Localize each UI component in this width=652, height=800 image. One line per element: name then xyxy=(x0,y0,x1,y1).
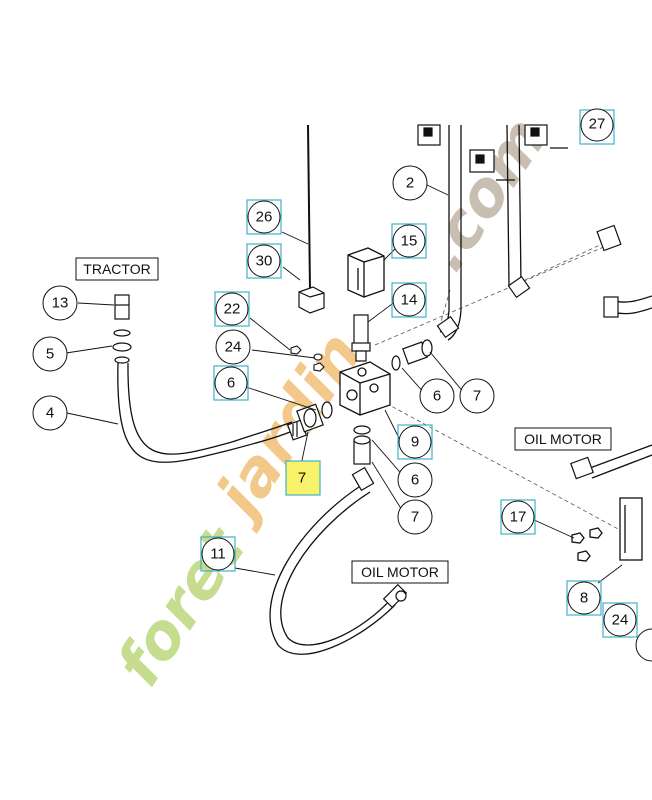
svg-text:14: 14 xyxy=(401,292,418,309)
motor-bracket xyxy=(571,497,643,562)
fitting-top-lower-hose xyxy=(351,466,375,492)
svg-text:5: 5 xyxy=(46,346,54,363)
svg-text:7: 7 xyxy=(473,388,481,405)
svg-text:24: 24 xyxy=(612,612,629,629)
right-motor-hoses xyxy=(589,295,652,479)
oil-motor-hose xyxy=(269,484,396,655)
svg-text:6: 6 xyxy=(227,375,235,392)
callout-22[interactable]: 22 xyxy=(214,291,250,327)
watermark-prefix: foret xyxy=(102,513,260,698)
tractor-coupler xyxy=(112,294,132,364)
callout-6-left[interactable]: 6 xyxy=(213,365,249,401)
callout-13[interactable]: 13 xyxy=(42,285,78,321)
svg-text:4: 4 xyxy=(46,405,54,422)
fittings-bottom xyxy=(353,425,371,465)
callout-partial-edge xyxy=(635,628,652,662)
callout-6-bottom[interactable]: 6 xyxy=(397,462,433,498)
svg-text:9: 9 xyxy=(411,434,419,451)
dashed-lines xyxy=(374,239,621,531)
oil-motor-label-lower: OIL MOTOR xyxy=(351,560,449,584)
callout-2[interactable]: 2 xyxy=(392,165,428,201)
tractor-label: TRACTOR xyxy=(83,261,150,277)
svg-text:27: 27 xyxy=(589,116,606,133)
callout-11[interactable]: 11 xyxy=(200,536,236,572)
leader-lines xyxy=(65,183,623,584)
callout-6-right[interactable]: 6 xyxy=(419,378,455,414)
svg-text:11: 11 xyxy=(210,546,226,563)
small-hardware xyxy=(290,345,325,372)
svg-text:6: 6 xyxy=(411,472,419,489)
callouts: 13 5 4 26 30 15 22 xyxy=(32,108,652,662)
svg-text:6: 6 xyxy=(433,388,441,405)
oil-motor-label-lower-text: OIL MOTOR xyxy=(361,564,439,580)
svg-text:22: 22 xyxy=(224,301,241,318)
valve-block xyxy=(339,361,391,416)
solenoid-stem xyxy=(351,314,371,362)
solenoid-coil xyxy=(347,247,385,298)
callout-7-right[interactable]: 7 xyxy=(459,378,495,414)
oil-motor-label-upper: OIL MOTOR xyxy=(514,427,612,451)
svg-text:7: 7 xyxy=(298,470,306,487)
callout-9[interactable]: 9 xyxy=(397,424,433,460)
top-brackets xyxy=(417,124,568,181)
upper-hose-fittings xyxy=(436,275,531,339)
callout-26[interactable]: 26 xyxy=(246,199,282,235)
connector-plug xyxy=(298,124,325,314)
fittings-left xyxy=(296,401,333,433)
callout-4[interactable]: 4 xyxy=(32,395,68,431)
callout-14[interactable]: 14 xyxy=(391,282,427,318)
svg-text:2: 2 xyxy=(406,175,414,192)
svg-text:24: 24 xyxy=(225,339,242,356)
callout-15[interactable]: 15 xyxy=(391,223,427,259)
oil-motor-hose-end xyxy=(382,583,408,609)
callout-17[interactable]: 17 xyxy=(500,499,536,535)
callout-24-right[interactable]: 24 xyxy=(602,602,638,638)
svg-text:13: 13 xyxy=(52,295,69,312)
callout-30[interactable]: 30 xyxy=(246,243,282,279)
svg-text:30: 30 xyxy=(256,253,273,270)
fittings-right xyxy=(391,339,433,371)
callout-24-left[interactable]: 24 xyxy=(215,329,251,365)
upper-hoses xyxy=(439,124,522,341)
svg-text:26: 26 xyxy=(256,209,273,226)
callout-7-highlighted[interactable]: 7 xyxy=(285,460,321,496)
callout-7-bottom[interactable]: 7 xyxy=(397,499,433,535)
svg-text:8: 8 xyxy=(580,590,588,607)
svg-text:7: 7 xyxy=(411,509,419,526)
svg-text:17: 17 xyxy=(510,509,527,526)
tractor-hose xyxy=(117,362,293,463)
watermark: foret xyxy=(102,513,260,698)
callout-27[interactable]: 27 xyxy=(579,108,615,145)
callout-5[interactable]: 5 xyxy=(32,336,68,372)
oil-motor-label-upper-text: OIL MOTOR xyxy=(524,431,602,447)
callout-8[interactable]: 8 xyxy=(566,580,602,616)
tractor-label-box: TRACTOR xyxy=(75,257,159,281)
svg-text:15: 15 xyxy=(401,233,418,250)
right-fittings xyxy=(570,224,622,480)
